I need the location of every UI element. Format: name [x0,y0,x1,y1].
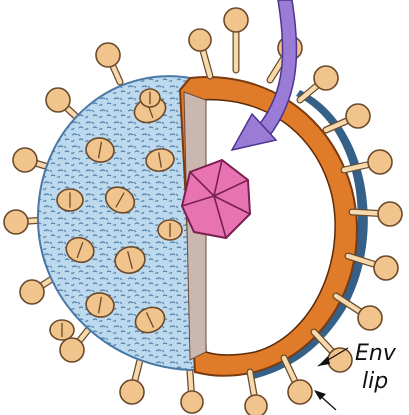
glycoprotein-spike-head [140,89,160,107]
glycoprotein-spike-head [50,320,74,340]
glycoprotein-spike [46,88,80,120]
glycoprotein-spike [224,8,248,70]
glycoprotein-spike [300,66,338,100]
glycoprotein-spike [314,332,352,372]
glycoprotein-spike [120,360,144,404]
envelope-label-line1: Env [355,341,397,366]
envelope-label-line2: lip [362,369,388,394]
glycoprotein-spike [245,372,267,415]
glycoprotein-spike [284,358,312,404]
glycoprotein-spike [96,43,120,82]
glycoprotein-spike-head [158,220,182,240]
glycoprotein-spike-head [57,189,83,211]
glycoprotein-spike [189,29,211,76]
glycoprotein-spike [181,372,203,413]
